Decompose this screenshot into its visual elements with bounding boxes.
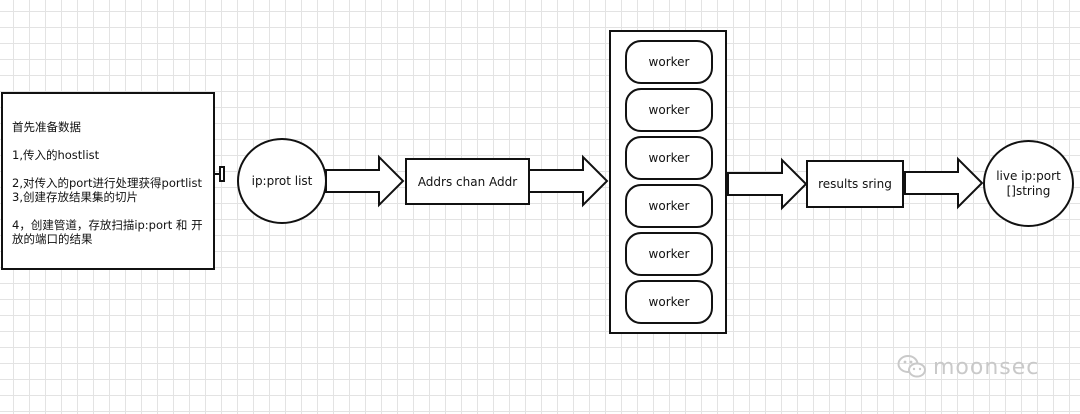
note-line-2: 1,传入的hostlist	[12, 148, 100, 162]
results-node: results sring	[806, 160, 904, 208]
data-prep-note: 首先准备数据 1,传入的hostlist 2,对传入的port进行处理获得por…	[1, 92, 215, 270]
worker-label: worker	[648, 247, 690, 261]
results-label: results sring	[818, 177, 892, 191]
worker-label: worker	[648, 55, 690, 69]
watermark: moonsec	[897, 354, 1039, 380]
ip-list-label: ip:prot list	[251, 174, 313, 188]
arrow-workers-to-results	[727, 157, 808, 211]
arrow-note-to-iplist	[215, 166, 225, 182]
arrow-iplist-to-addrs	[325, 154, 405, 208]
wechat-icon	[897, 355, 926, 378]
watermark-text: moonsec	[933, 354, 1040, 380]
note-line-4: 4，创建管道，存放扫描ip:port 和 开放的端口的结果	[12, 218, 203, 246]
worker-node: worker	[625, 88, 713, 132]
note-line-1: 首先准备数据	[12, 120, 81, 134]
arrow-addrs-to-workers	[528, 154, 609, 208]
ip-list-node: ip:prot list	[237, 138, 327, 224]
live-result-line-1: live ip:port	[996, 168, 1061, 183]
live-result-line-2: []string	[1006, 183, 1051, 198]
worker-node: worker	[625, 280, 713, 324]
worker-node: worker	[625, 184, 713, 228]
worker-node: worker	[625, 232, 713, 276]
worker-node: worker	[625, 40, 713, 84]
worker-label: worker	[648, 199, 690, 213]
live-result-node: live ip:port []string	[983, 140, 1074, 227]
note-line-3: 2,对传入的port进行处理获得portlist 3,创建存放结果集的切片	[12, 176, 203, 204]
addrs-chan-label: Addrs chan Addr	[417, 174, 518, 189]
addrs-chan-node: Addrs chan Addr	[405, 158, 530, 205]
worker-label: worker	[648, 103, 690, 117]
worker-node: worker	[625, 136, 713, 180]
worker-label: worker	[648, 151, 690, 165]
worker-pool: worker worker worker worker worker worke…	[609, 30, 727, 334]
worker-label: worker	[648, 295, 690, 309]
arrow-results-to-live	[904, 156, 984, 210]
